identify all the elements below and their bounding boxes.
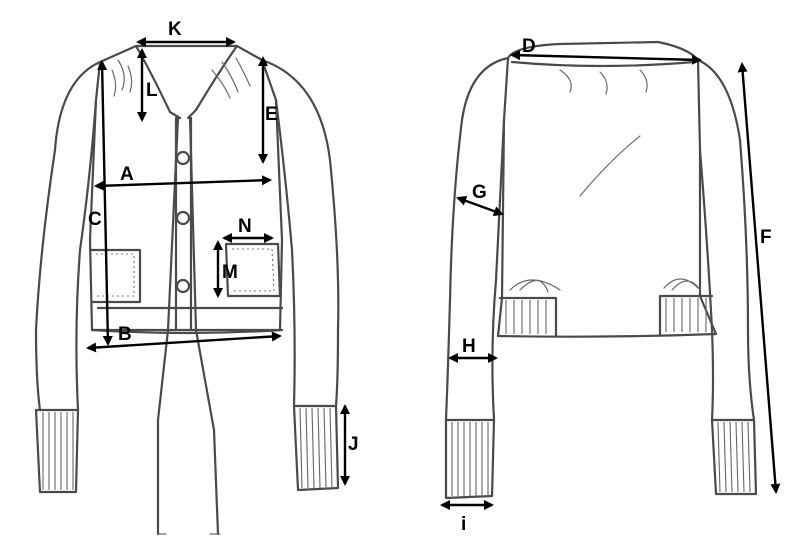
front-view-sketch: [34, 44, 340, 536]
front-right-pocket: [224, 242, 282, 298]
arrow-C: [97, 59, 113, 347]
back-right-cuff-ribbing: [717, 421, 751, 493]
measurement-arrows: [85, 36, 781, 511]
arrow-D: [509, 50, 703, 65]
label-H: H: [462, 336, 476, 357]
label-C: C: [88, 209, 102, 230]
front-button-3: [175, 278, 191, 294]
measurement-labels: K L E A C N M B J D F G H i: [88, 19, 772, 535]
arrow-G: [456, 196, 504, 216]
label-G: G: [472, 182, 487, 203]
arrow-A: [93, 175, 273, 191]
label-i: i: [461, 514, 466, 535]
label-B: B: [118, 324, 132, 345]
front-button-2: [175, 210, 191, 226]
label-E: E: [265, 104, 278, 125]
arrow-F: [737, 61, 781, 495]
label-N: N: [238, 216, 252, 237]
back-view-sketch: [444, 40, 758, 500]
back-right-hem-ribbing: [658, 294, 714, 336]
label-K: K: [168, 19, 182, 40]
label-D: D: [522, 36, 536, 57]
label-M: M: [222, 262, 238, 283]
arrow-B: [85, 331, 283, 353]
label-L: L: [146, 80, 158, 101]
front-button-1: [175, 150, 191, 166]
label-F: F: [760, 227, 772, 248]
front-left-pocket: [88, 248, 142, 304]
front-left-cuff-ribbing: [42, 412, 74, 490]
front-right-cuff-ribbing: [299, 407, 333, 489]
label-A: A: [120, 164, 134, 185]
back-left-cuff-ribbing: [451, 422, 489, 496]
label-J: J: [348, 434, 359, 455]
back-left-hem-ribbing: [498, 296, 558, 338]
